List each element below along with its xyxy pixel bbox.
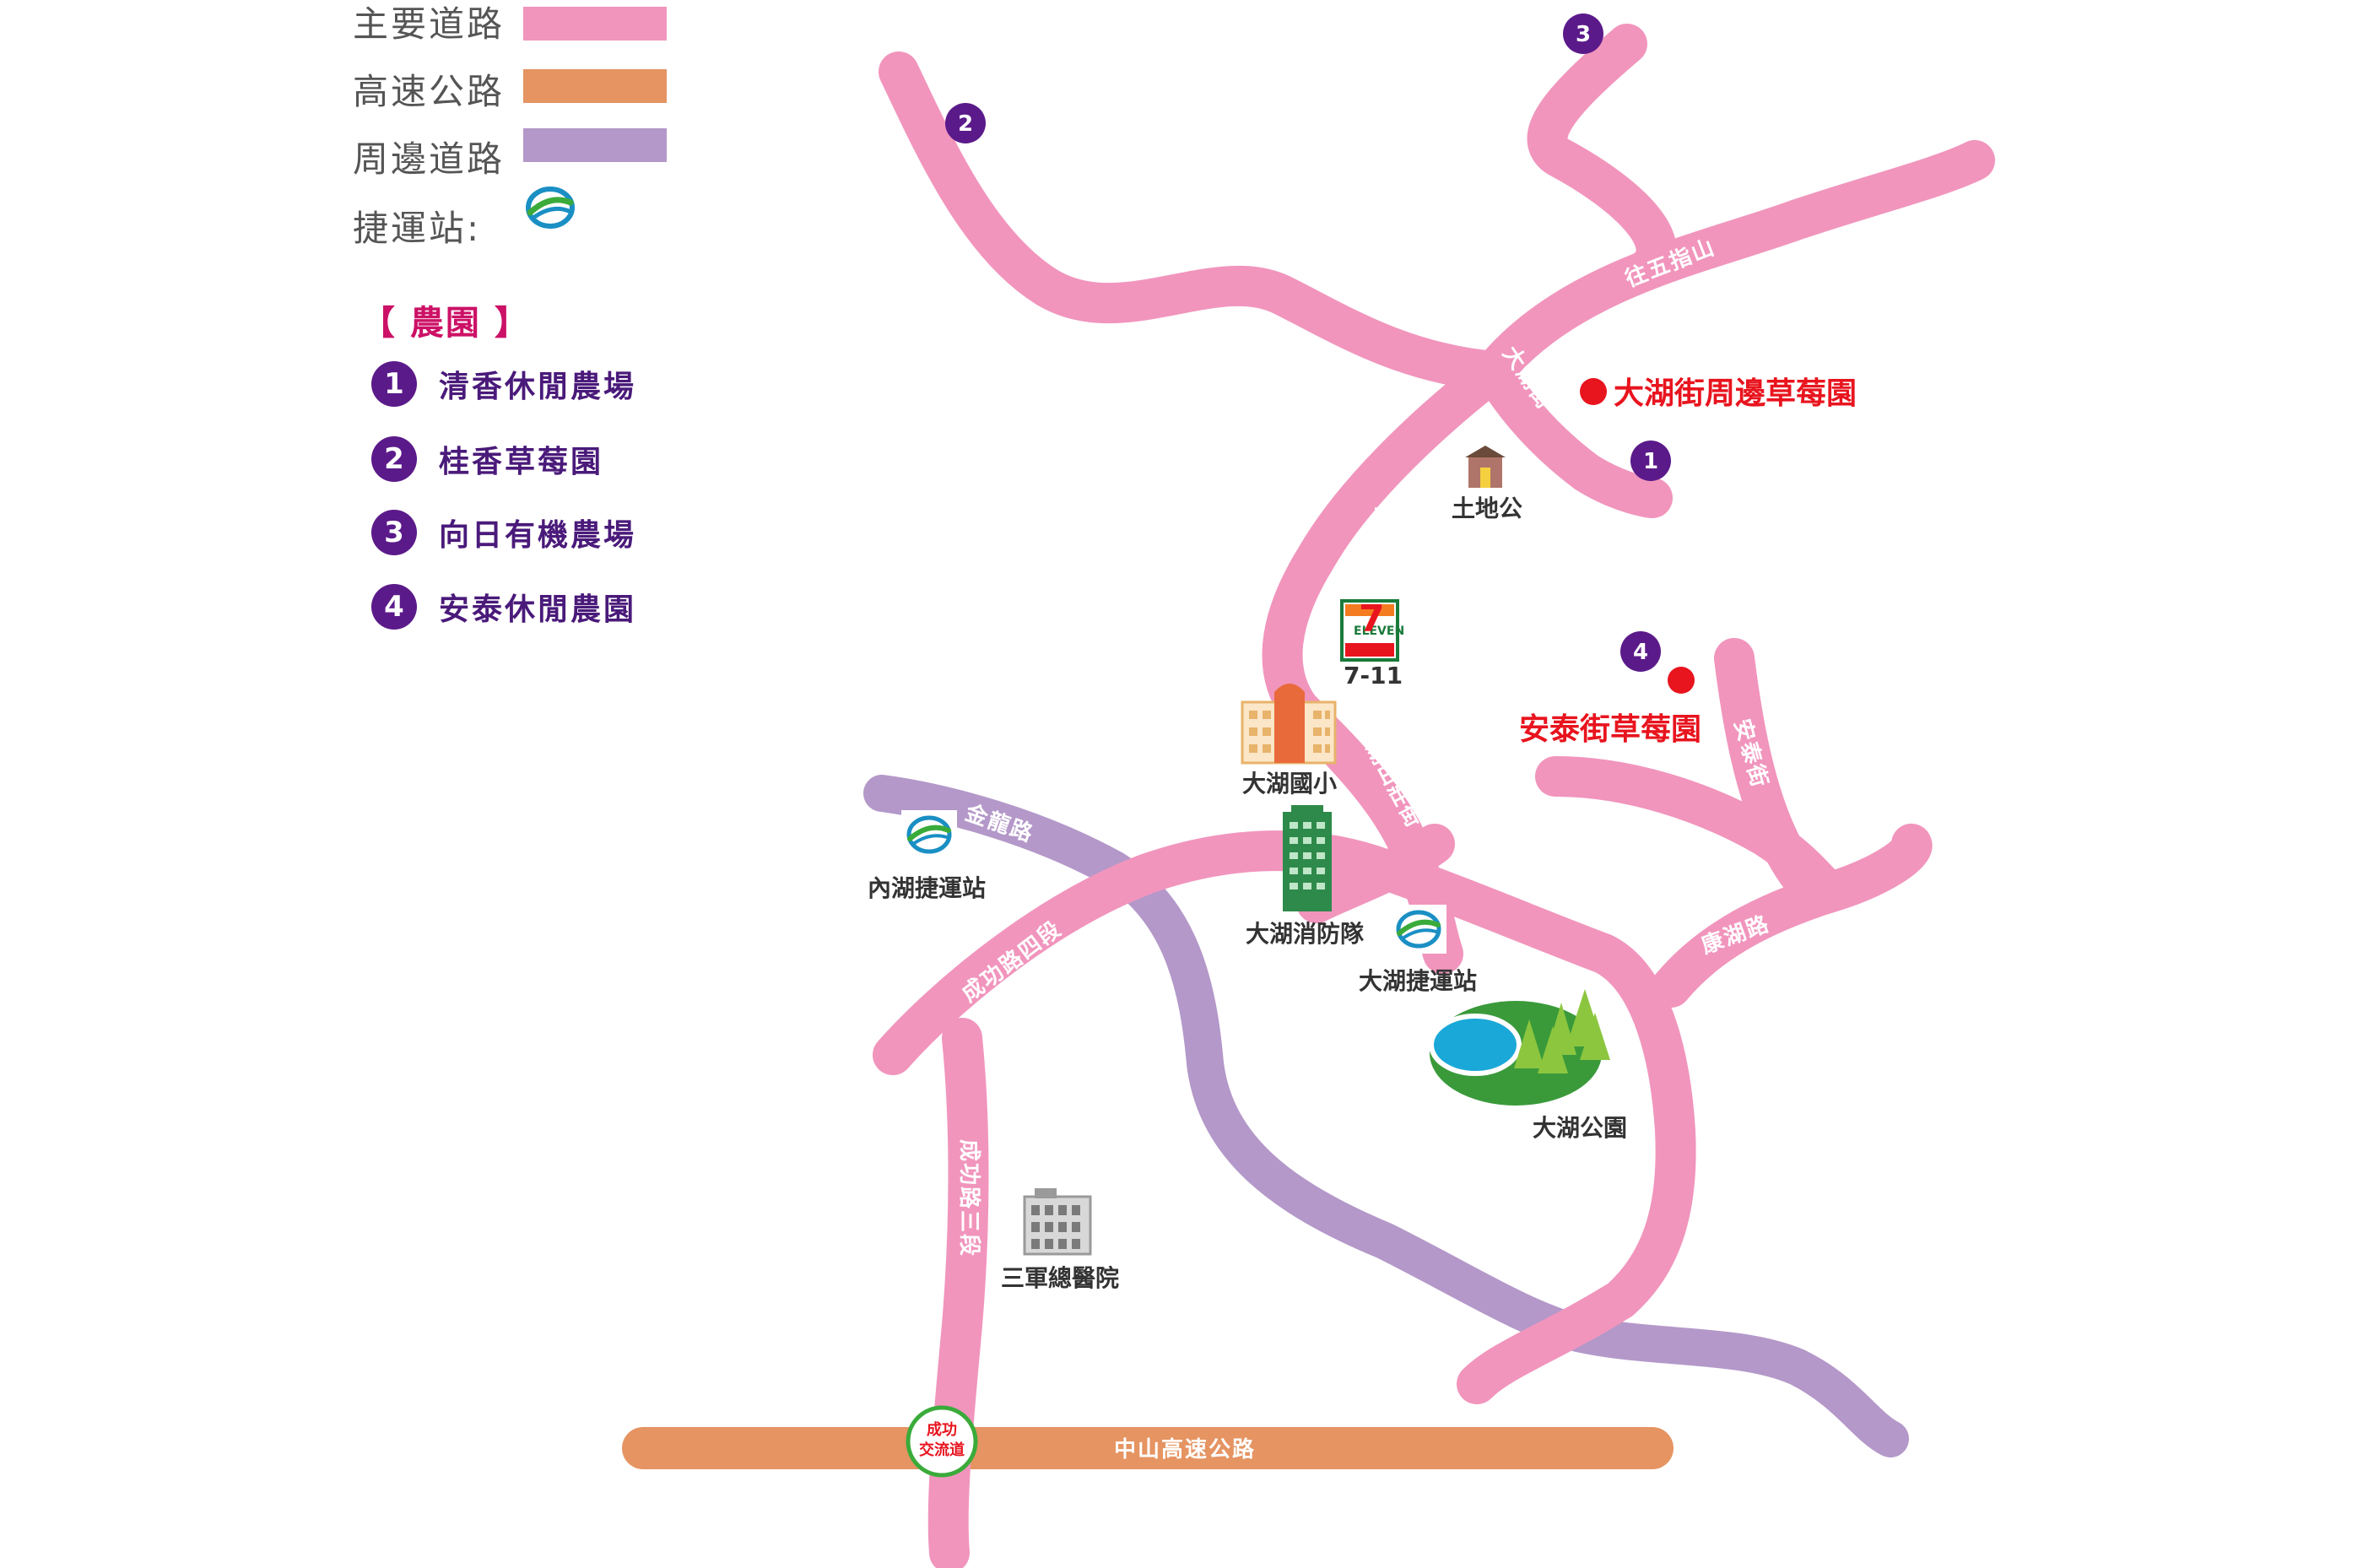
legend-farm-row: 1 清香休閒農場 xyxy=(371,360,636,408)
hospital-building-icon xyxy=(1023,1188,1092,1256)
legend-farms-heading: 【 農園 】 xyxy=(361,304,530,343)
legend-side-road-label: 周邊道路 xyxy=(353,138,506,180)
main-roads xyxy=(873,24,1995,1568)
legend-mrt-icon xyxy=(526,187,575,229)
svg-text:交流道: 交流道 xyxy=(919,1441,965,1459)
road-dahu-street xyxy=(1473,351,1673,518)
fire-brigade-label: 大湖消防隊 xyxy=(1246,920,1365,948)
legend-highway-swatch xyxy=(523,69,667,103)
road-kanghu xyxy=(1651,824,1933,1008)
legend-farm-row: 4 安泰休閒農園 xyxy=(371,583,636,630)
farm-marker-2: 2 xyxy=(958,111,973,137)
farm-marker-1: 1 xyxy=(1643,449,1658,474)
dahu-mrt-label: 大湖捷運站 xyxy=(1359,967,1477,995)
legend-highway-label: 高速公路 xyxy=(353,71,506,112)
school-building-icon xyxy=(1241,684,1337,765)
neihu-mrt-icon xyxy=(901,810,957,859)
svg-text:7: 7 xyxy=(1359,597,1385,641)
road-north-west-branch xyxy=(879,51,1514,392)
farm-number-badge: 1 xyxy=(371,361,417,407)
legend-main-road-label: 主要道路 xyxy=(353,3,506,45)
road-chenggong-4 xyxy=(873,830,1696,1404)
label-zhongshan-highway: 中山高速公路 xyxy=(1114,1436,1256,1463)
farm-name: 向日有機農場 xyxy=(439,518,637,553)
seven-eleven-icon: ELEVEN 7 xyxy=(1340,597,1404,662)
strawberry-farm-dot xyxy=(1668,667,1695,694)
farm-name: 桂香草莓園 xyxy=(439,445,604,479)
svg-text:ELEVEN: ELEVEN xyxy=(1354,624,1404,638)
farm-marker-4: 4 xyxy=(1633,640,1648,665)
svg-text:成功: 成功 xyxy=(927,1420,957,1439)
road-wuzhishan xyxy=(1473,140,1995,392)
neihu-mrt-label: 內湖捷運站 xyxy=(868,874,986,902)
interchange-badge-icon: 成功 交流道 xyxy=(906,1405,978,1478)
legend-farm-row: 3 向日有機農場 xyxy=(371,509,636,556)
farm-name: 安泰休閒農園 xyxy=(439,592,637,627)
legend-side-road-swatch xyxy=(523,128,667,162)
farm-number-badge: 3 xyxy=(371,510,417,555)
hospital-label: 三軍總醫院 xyxy=(1001,1264,1119,1292)
seven-eleven-label: 7-11 xyxy=(1344,662,1403,689)
road-north-branch xyxy=(1527,24,1677,290)
label-chenggong-3: 成功路三段 xyxy=(956,1139,982,1257)
tudigong-label: 土地公 xyxy=(1452,495,1522,522)
legend-farm-row: 2 桂香草莓園 xyxy=(371,435,603,483)
school-label: 大湖國小 xyxy=(1242,770,1337,798)
farm-name: 清香休閒農場 xyxy=(439,370,637,404)
dahu-mrt-icon xyxy=(1391,905,1446,954)
farm-markers: 2 3 1 4 xyxy=(945,14,1671,672)
strawberry-farm-antai-label: 安泰街草莓園 xyxy=(1519,712,1701,747)
park-pond-icon xyxy=(1429,989,1610,1106)
fire-brigade-building-icon xyxy=(1283,805,1332,911)
park-label: 大湖公園 xyxy=(1533,1114,1627,1142)
strawberry-farm-dot xyxy=(1580,378,1607,405)
legend-mrt-label: 捷運站: xyxy=(353,208,482,249)
legend-main-road-swatch xyxy=(523,7,667,41)
farm-number-badge: 4 xyxy=(371,584,417,630)
farm-number-badge: 2 xyxy=(371,436,417,482)
farm-marker-3: 3 xyxy=(1576,22,1591,47)
strawberry-farm-dahu-label: 大湖街周邊草莓園 xyxy=(1614,376,1857,411)
road-chenggong-3 xyxy=(927,1018,989,1568)
tudigong-shrine-icon xyxy=(1465,446,1506,488)
